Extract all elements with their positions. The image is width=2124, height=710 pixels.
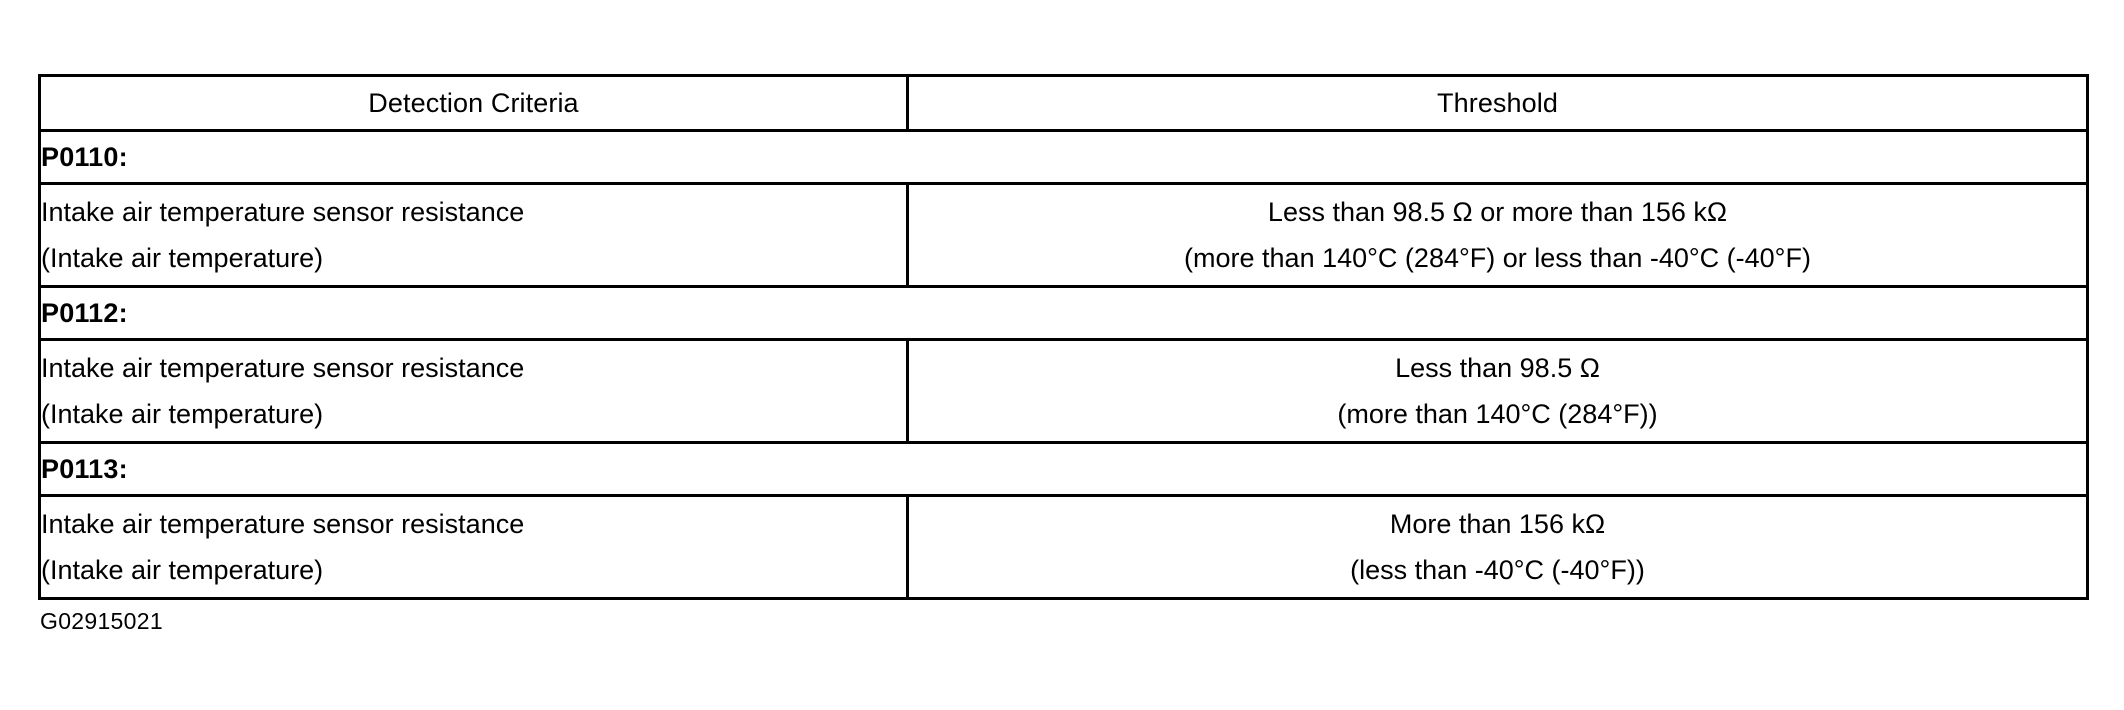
detection-criteria-table: Detection Criteria Threshold P0110: Inta… <box>38 74 2089 600</box>
table-row: Intake air temperature sensor resistance… <box>38 338 2089 444</box>
threshold-cell-p0112: Less than 98.5 Ω (more than 140°C (284°F… <box>906 338 2089 444</box>
dtc-code-row: P0110: <box>38 129 2089 185</box>
dtc-code-label-p0110: P0110: <box>38 129 2089 185</box>
criteria-cell-p0112: Intake air temperature sensor resistance… <box>38 338 909 444</box>
threshold-line-temperature: (more than 140°C (284°F)) <box>1337 399 1658 429</box>
table-row: Intake air temperature sensor resistance… <box>38 494 2089 600</box>
criteria-cell-p0110: Intake air temperature sensor resistance… <box>38 182 909 288</box>
dtc-code-label-p0112: P0112: <box>38 285 2089 341</box>
criteria-line-secondary: (Intake air temperature) <box>41 243 324 273</box>
dtc-code-label-p0113: P0113: <box>38 441 2089 497</box>
criteria-line-secondary: (Intake air temperature) <box>41 399 324 429</box>
criteria-line-primary: Intake air temperature sensor resistance <box>41 197 525 227</box>
criteria-line-primary: Intake air temperature sensor resistance <box>41 353 525 383</box>
threshold-line-resistance: More than 156 kΩ <box>1389 509 1606 539</box>
criteria-line-secondary: (Intake air temperature) <box>41 555 324 585</box>
threshold-line-resistance: Less than 98.5 Ω or more than 156 kΩ <box>1267 197 1728 227</box>
threshold-line-resistance: Less than 98.5 Ω <box>1395 353 1600 383</box>
table-row: Intake air temperature sensor resistance… <box>38 182 2089 288</box>
threshold-line-temperature: (more than 140°C (284°F) or less than -4… <box>1184 243 1811 273</box>
criteria-line-primary: Intake air temperature sensor resistance <box>41 509 525 539</box>
threshold-cell-p0113: More than 156 kΩ (less than -40°C (-40°F… <box>906 494 2089 600</box>
criteria-cell-p0113: Intake air temperature sensor resistance… <box>38 494 909 600</box>
threshold-line-temperature: (less than -40°C (-40°F)) <box>1350 555 1645 585</box>
column-header-detection-criteria: Detection Criteria <box>38 74 909 132</box>
dtc-code-row: P0113: <box>38 441 2089 497</box>
threshold-cell-p0110: Less than 98.5 Ω or more than 156 kΩ (mo… <box>906 182 2089 288</box>
figure-caption: G02915021 <box>40 608 163 634</box>
dtc-code-row: P0112: <box>38 285 2089 341</box>
table-header-row: Detection Criteria Threshold <box>38 74 2089 132</box>
column-header-threshold: Threshold <box>906 74 2089 132</box>
